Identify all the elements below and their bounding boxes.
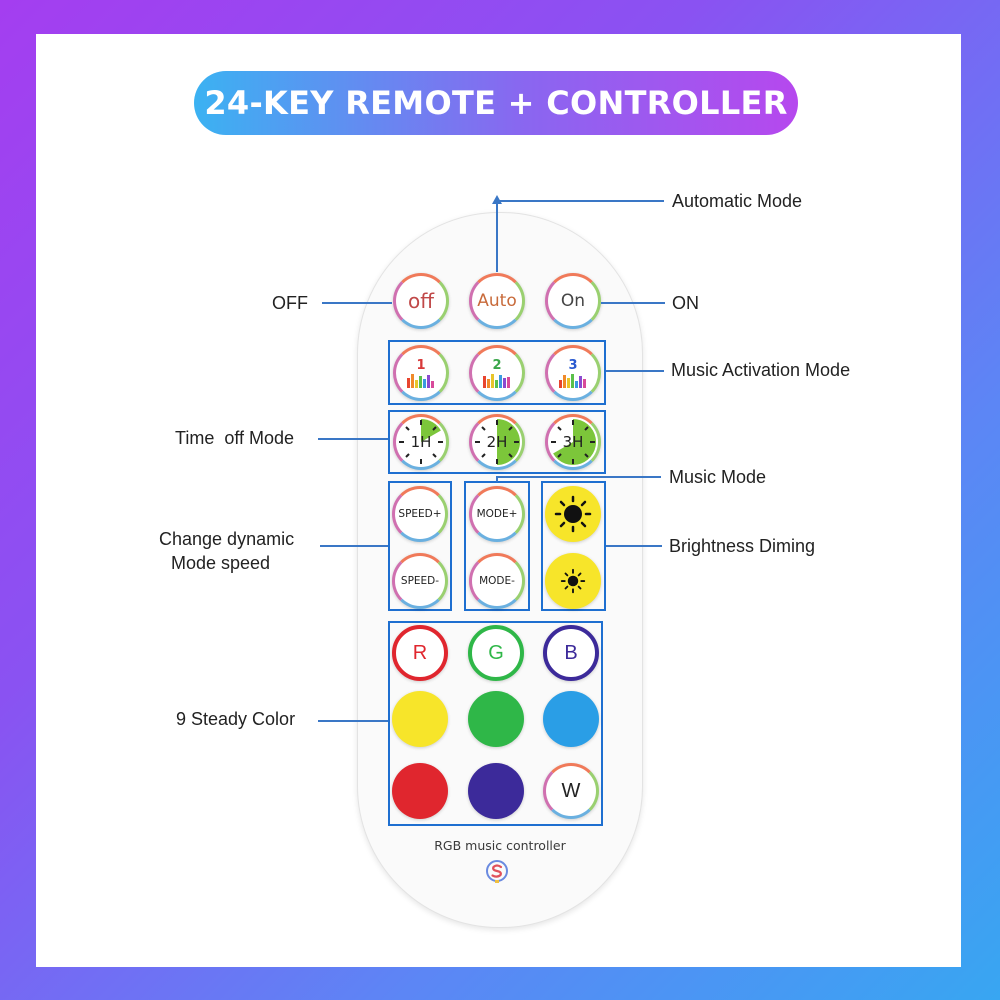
yellow-color-button[interactable] bbox=[392, 691, 448, 747]
leader-brightness bbox=[606, 545, 662, 547]
white-button-label: W bbox=[561, 779, 581, 802]
label-music-mode: Music Mode bbox=[669, 467, 767, 487]
red-button[interactable]: R bbox=[392, 625, 448, 681]
label-brightness-diming: Brightness Diming bbox=[669, 536, 816, 556]
label-on: ON bbox=[672, 293, 699, 313]
label-steady-color: 9 Steady Color bbox=[176, 709, 296, 729]
sun-icon bbox=[560, 568, 586, 594]
white-button[interactable]: W bbox=[543, 763, 599, 819]
timer-3h-label: 3H bbox=[562, 433, 584, 451]
brightness-down-button[interactable] bbox=[545, 553, 601, 609]
leader-music-mode-horizontal bbox=[496, 476, 661, 478]
label-off: OFF bbox=[272, 293, 308, 313]
blue-button-label: B bbox=[564, 641, 578, 664]
red-button-label: R bbox=[412, 641, 428, 664]
speed-group bbox=[388, 481, 452, 611]
title-banner: 24-KEY REMOTE + CONTROLLER bbox=[194, 71, 798, 135]
timer-3h-button[interactable]: 3H bbox=[545, 414, 601, 470]
equalizer-bars-icon bbox=[407, 373, 434, 388]
sun-icon bbox=[554, 495, 592, 533]
music-1-content: 1 bbox=[406, 359, 436, 388]
leader-time-off bbox=[318, 438, 388, 440]
leader-music-mode-vertical bbox=[496, 476, 498, 482]
equalizer-bars-icon bbox=[483, 373, 510, 388]
music-activation-group bbox=[388, 340, 606, 405]
mode-minus-button[interactable]: MODE- bbox=[469, 553, 525, 609]
page-title: 24-KEY REMOTE + CONTROLLER bbox=[204, 84, 788, 122]
mode-minus-label: MODE- bbox=[479, 575, 515, 587]
blue-button[interactable]: B bbox=[543, 625, 599, 681]
mode-plus-button[interactable]: MODE+ bbox=[469, 486, 525, 542]
s-logo-icon bbox=[486, 860, 508, 883]
music-1-number: 1 bbox=[416, 357, 426, 373]
auto-button-label: Auto bbox=[477, 291, 517, 311]
clock-icon bbox=[551, 419, 597, 465]
red-color-button[interactable] bbox=[392, 763, 448, 819]
speed-plus-button[interactable]: SPEED+ bbox=[392, 486, 448, 542]
clock-icon bbox=[475, 419, 520, 465]
timer-2h-button[interactable]: 2H bbox=[469, 414, 525, 470]
label-automatic-mode: Automatic Mode bbox=[672, 191, 803, 211]
on-button-label: On bbox=[560, 291, 586, 311]
timer-1h-button[interactable]: 1H bbox=[393, 414, 449, 470]
label-music-activation-mode: Music Activation Mode bbox=[671, 360, 851, 380]
leader-automatic-mode-vertical bbox=[496, 200, 498, 272]
steady-color-group bbox=[388, 621, 603, 826]
mode-plus-label: MODE+ bbox=[476, 508, 518, 520]
sky-blue-color-button[interactable] bbox=[543, 691, 599, 747]
off-button-label: off bbox=[407, 289, 434, 313]
music-2-content: 2 bbox=[482, 359, 512, 388]
green-button-label: G bbox=[488, 641, 504, 664]
timer-2h-label: 2H bbox=[486, 433, 508, 451]
leader-change-dynamic bbox=[320, 545, 388, 547]
leader-off bbox=[322, 302, 392, 304]
timer-group bbox=[388, 410, 606, 474]
brightness-group bbox=[541, 481, 606, 611]
music-1-button[interactable]: 1 bbox=[393, 345, 449, 401]
leader-automatic-mode-horizontal bbox=[496, 200, 664, 202]
speed-minus-label: SPEED- bbox=[400, 575, 440, 587]
mode-group bbox=[464, 481, 530, 611]
green-button[interactable]: G bbox=[468, 625, 524, 681]
indigo-color-button[interactable] bbox=[468, 763, 524, 819]
label-change-dynamic-line1: Change dynamic bbox=[159, 529, 295, 549]
music-3-content: 3 bbox=[558, 359, 588, 388]
speed-minus-button[interactable]: SPEED- bbox=[392, 553, 448, 609]
clock-icon bbox=[399, 419, 443, 464]
label-time-off-mode: Time off Mode bbox=[175, 428, 295, 448]
off-button[interactable]: off bbox=[393, 273, 449, 329]
label-change-dynamic-line2: Mode speed bbox=[171, 553, 271, 573]
leader-steady-color bbox=[318, 720, 388, 722]
music-2-button[interactable]: 2 bbox=[469, 345, 525, 401]
music-3-button[interactable]: 3 bbox=[545, 345, 601, 401]
leader-on bbox=[601, 302, 665, 304]
leader-automatic-mode-arrow bbox=[492, 195, 502, 204]
brand-text: RGB music controller bbox=[434, 838, 566, 853]
speed-plus-label: SPEED+ bbox=[398, 508, 442, 520]
leader-music-activation bbox=[606, 370, 664, 372]
green-color-button[interactable] bbox=[468, 691, 524, 747]
equalizer-bars-icon bbox=[559, 373, 586, 388]
timer-1h-label: 1H bbox=[410, 433, 432, 451]
auto-button[interactable]: Auto bbox=[469, 273, 525, 329]
brightness-up-button[interactable] bbox=[545, 486, 601, 542]
on-button[interactable]: On bbox=[545, 273, 601, 329]
music-2-number: 2 bbox=[492, 357, 502, 373]
music-3-number: 3 bbox=[568, 357, 578, 373]
